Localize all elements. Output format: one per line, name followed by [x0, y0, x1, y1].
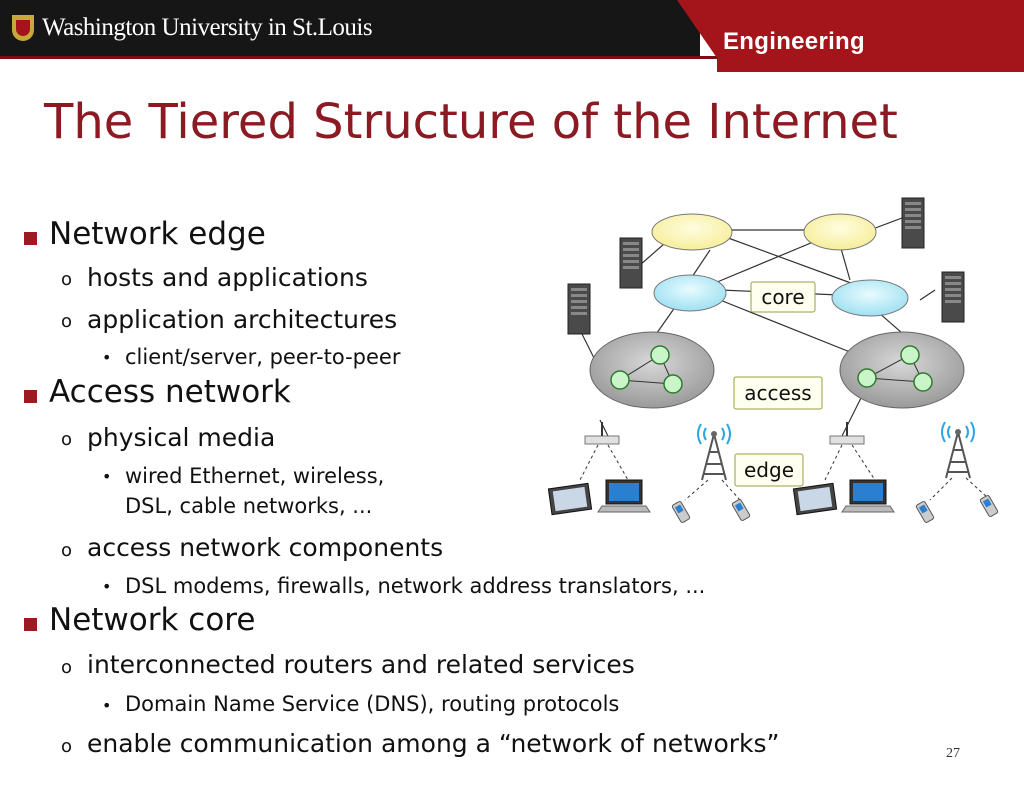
header-red-tab	[677, 0, 1024, 72]
core-label-text: core	[761, 285, 804, 309]
university-name: Washington University in St.Louis	[42, 14, 373, 41]
circle-bullet-icon: o	[61, 311, 73, 332]
circle-bullet-icon: o	[61, 736, 73, 757]
dot-bullet-icon: •	[102, 467, 112, 486]
bullet-level3: wired Ethernet, wireless,	[125, 464, 385, 488]
core-cloud	[653, 274, 909, 317]
tablet-icon	[547, 482, 593, 516]
server-icon	[941, 271, 965, 323]
square-bullet-icon	[24, 390, 37, 403]
bullet-level2: access network components	[87, 533, 444, 562]
bullet-level2: physical media	[87, 423, 276, 452]
header-bar: Washington University in St.Louis Engine…	[0, 0, 1024, 72]
wifi-router-icon	[584, 421, 620, 445]
cell-tower-icon	[941, 421, 975, 479]
wifi-router-icon	[829, 421, 865, 445]
server-icon	[567, 283, 591, 335]
phone-icon	[915, 500, 935, 524]
laptop-icon	[841, 479, 895, 513]
circle-bullet-icon: o	[61, 269, 73, 290]
server-icon	[901, 197, 925, 249]
access-cloud-left	[589, 331, 715, 409]
server-icon	[619, 237, 643, 289]
dot-bullet-icon: •	[102, 348, 112, 367]
internet-tiers-diagram: core access edge	[547, 197, 999, 524]
access-label: access	[733, 376, 823, 410]
phone-icon	[671, 500, 691, 524]
tablet-icon	[792, 482, 838, 516]
access-cloud-right	[839, 331, 965, 409]
square-bullet-icon	[24, 618, 37, 631]
university-logo: Washington University in St.Louis	[12, 14, 373, 42]
core-cloud	[651, 213, 877, 251]
edge-label-text: edge	[744, 458, 794, 482]
square-bullet-icon	[24, 232, 37, 245]
bullet-level2: enable communication among a “network of…	[87, 729, 780, 758]
school-name: Engineering	[723, 28, 865, 55]
bullet-level2: interconnected routers and related servi…	[87, 650, 635, 679]
header-dark-band	[0, 0, 700, 58]
phone-icon	[731, 498, 751, 522]
laptop-icon	[597, 479, 651, 513]
access-label-text: access	[744, 381, 811, 405]
slide-title: The Tiered Structure of the Internet	[44, 94, 898, 150]
bullet-level3-continued: DSL, cable networks, ...	[125, 494, 373, 518]
edge-label: edge	[734, 453, 804, 487]
dot-bullet-icon: •	[102, 696, 112, 715]
dot-bullet-icon: •	[102, 577, 112, 596]
shield-icon	[12, 15, 34, 41]
bullet-level1: Network core	[49, 602, 256, 638]
wireless-links	[579, 444, 989, 501]
cell-tower-icon	[697, 423, 731, 481]
core-label: core	[750, 281, 816, 313]
bullet-level2: hosts and applications	[87, 263, 368, 292]
page-number: 27	[946, 746, 960, 761]
phone-icon	[979, 494, 999, 518]
bullet-level1: Network edge	[49, 216, 266, 252]
core-links	[579, 214, 936, 441]
bullet-level1: Access network	[49, 374, 291, 410]
circle-bullet-icon: o	[61, 429, 73, 450]
bullet-level3: client/server, peer-to-peer	[125, 345, 401, 369]
circle-bullet-icon: o	[61, 540, 73, 561]
header-divider	[0, 56, 717, 59]
bullet-level3: DSL modems, firewalls, network address t…	[125, 574, 706, 598]
bullet-level2: application architectures	[87, 305, 398, 334]
bullet-level3: Domain Name Service (DNS), routing proto…	[125, 692, 620, 716]
circle-bullet-icon: o	[61, 657, 73, 678]
